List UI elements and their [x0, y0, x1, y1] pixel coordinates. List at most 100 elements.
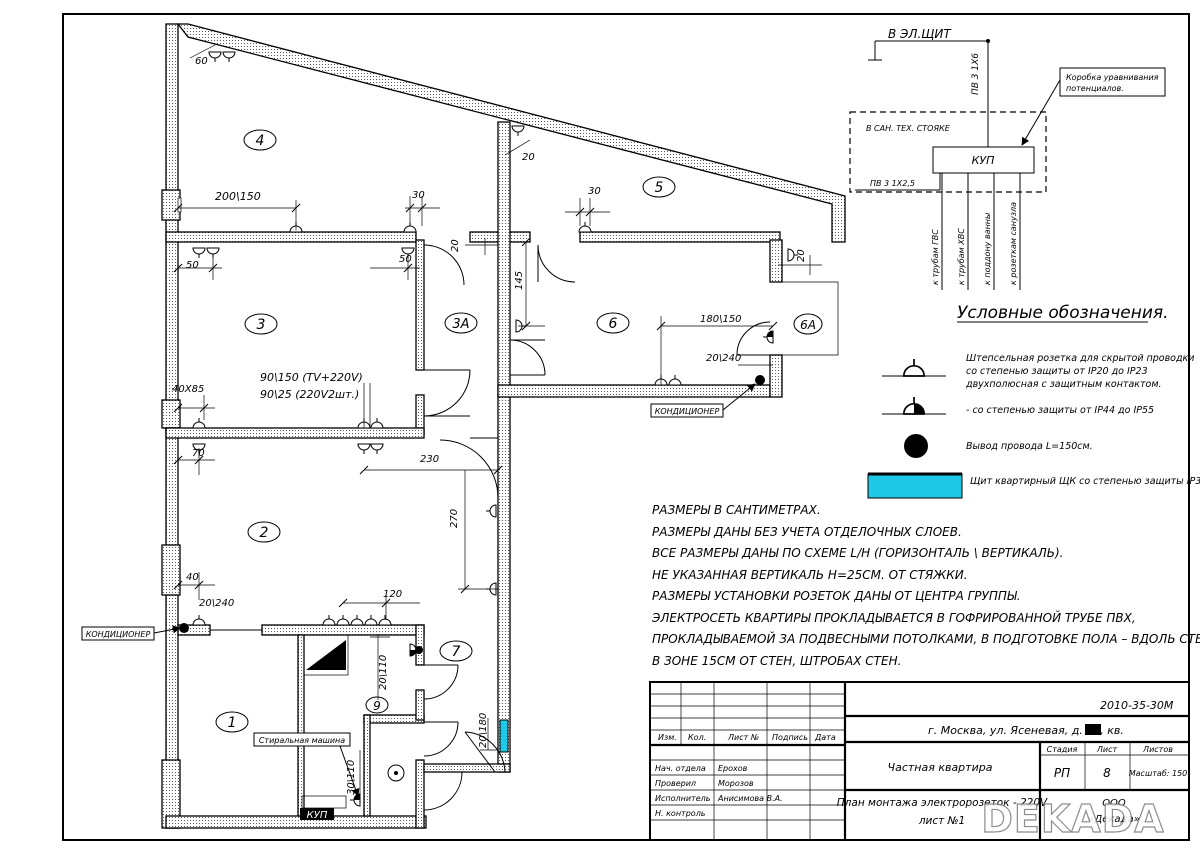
wire-outlet — [179, 623, 189, 633]
svg-text:30: 30 — [588, 186, 601, 197]
svg-text:РАЗМЕРЫ В САНТИМЕТРАХ.: РАЗМЕРЫ В САНТИМЕТРАХ. — [652, 503, 821, 517]
svg-text:Лист: Лист — [1096, 745, 1118, 754]
svg-text:КОНДИЦИОНЕР: КОНДИЦИОНЕР — [655, 407, 720, 416]
kup-label: КУП — [307, 810, 328, 821]
drawing-frame — [62, 13, 1190, 841]
svg-text:90\25 (220V2шт.): 90\25 (220V2шт.) — [260, 388, 359, 401]
svg-text:к трубам ХВС: к трубам ХВС — [957, 228, 966, 285]
svg-text:В ЭЛ.ЩИТ: В ЭЛ.ЩИТ — [888, 27, 952, 41]
svg-text:200\150: 200\150 — [215, 190, 261, 203]
svg-text:20\240: 20\240 — [199, 598, 234, 609]
svg-text:6: 6 — [609, 316, 618, 332]
svg-text:КОНДИЦИОНЕР: КОНДИЦИОНЕР — [86, 630, 151, 639]
wire-outlet — [415, 646, 423, 654]
svg-text:к трубам ГВС: к трубам ГВС — [931, 229, 940, 285]
svg-text:4: 4 — [256, 133, 265, 149]
title-block: 2010-35-30М г. Москва, ул. Ясеневая, д. … — [649, 681, 1190, 841]
svg-text:со степенью защиты от IP20 до: со степенью защиты от IP20 до IP23 — [966, 366, 1148, 377]
legend: Условные обозначения. Штепсельная розетк… — [867, 303, 1200, 499]
svg-text:40: 40 — [186, 572, 199, 583]
dimension-labels: 60 200\150 30 20 30 50 50 20 145 20 40X8… — [172, 56, 807, 795]
room-labels: 4 5 3 3А 6 6А 2 7 9 1 — [215, 129, 823, 733]
dimension-ticks — [173, 203, 778, 608]
svg-text:- со степенью защиты от IP44 д: - со степенью защиты от IP44 до IP55 — [966, 405, 1154, 416]
svg-text:НЕ УКАЗАННАЯ ВЕРТИКАЛЬ H=25СМ.: НЕ УКАЗАННАЯ ВЕРТИКАЛЬ H=25СМ. ОТ СТЯЖКИ… — [652, 568, 968, 582]
svg-text:1: 1 — [228, 715, 237, 731]
svg-text:20\110: 20\110 — [378, 655, 389, 690]
svg-text:к розеткам санузла: к розеткам санузла — [1009, 202, 1018, 285]
svg-text:2: 2 — [260, 525, 269, 541]
svg-text:Масштаб: 150: Масштаб: 150 — [1129, 769, 1188, 778]
apartment-panel — [499, 719, 509, 753]
svg-text:РАЗМЕРЫ УСТАНОВКИ РОЗЕТОК ДАНЫ: РАЗМЕРЫ УСТАНОВКИ РОЗЕТОК ДАНЫ ОТ ЦЕНТРА… — [652, 589, 1021, 603]
svg-text:ПВ 3 1Х2,5: ПВ 3 1Х2,5 — [870, 179, 915, 188]
svg-text:40X85: 40X85 — [172, 384, 204, 395]
svg-text:Изм.: Изм. — [658, 733, 677, 742]
svg-text:70: 70 — [192, 448, 205, 459]
svg-text:Кол.: Кол. — [688, 733, 706, 742]
svg-text:Стиральная машина: Стиральная машина — [259, 736, 345, 745]
drain — [387, 764, 405, 782]
svg-text:3: 3 — [257, 317, 266, 333]
kitchen-appliance — [306, 640, 346, 670]
svg-text:120: 120 — [383, 589, 402, 600]
svg-text:90\150 (TV+220V): 90\150 (TV+220V) — [260, 371, 363, 384]
svg-text:ПВ 3 1Х6: ПВ 3 1Х6 — [971, 53, 981, 95]
svg-text:КУП: КУП — [972, 154, 995, 167]
svg-text:двухполюсная с защитным контак: двухполюсная с защитным контактом. — [965, 379, 1162, 390]
svg-text:Подпись: Подпись — [772, 733, 808, 742]
svg-text:Н. контроль: Н. контроль — [655, 809, 706, 818]
svg-text:Анисимова В.А.: Анисимова В.А. — [717, 794, 783, 803]
conditioner-callout: КОНДИЦИОНЕР — [650, 383, 756, 418]
svg-text:20: 20 — [796, 249, 807, 262]
svg-text:ПРОКЛАДЫВАЕМОЙ ЗА ПОДВЕСНЫМИ П: ПРОКЛАДЫВАЕМОЙ ЗА ПОДВЕСНЫМИ ПОТОЛКАМИ, … — [652, 631, 1200, 646]
doors — [210, 244, 771, 811]
svg-text:Проверил: Проверил — [655, 779, 696, 788]
svg-text:20: 20 — [450, 239, 461, 252]
svg-text:Дата: Дата — [814, 733, 836, 742]
svg-text:г. Москва, ул. Ясеневая, д. 28: г. Москва, ул. Ясеневая, д. 28, кв. — [928, 724, 1124, 737]
svg-text:«Декада»: «Декада» — [1088, 814, 1140, 825]
svg-text:Морозов: Морозов — [718, 779, 754, 788]
svg-text:60: 60 — [195, 56, 208, 67]
svg-text:30: 30 — [412, 190, 425, 201]
svg-text:лист №1: лист №1 — [918, 815, 965, 827]
svg-text:230: 230 — [420, 454, 439, 465]
svg-text:Штепсельная розетка для скрыто: Штепсельная розетка для скрытой проводки — [966, 353, 1194, 364]
svg-text:ЭЛЕКТРОСЕТЬ КВАРТИРЫ ПРОКЛАДЫВ: ЭЛЕКТРОСЕТЬ КВАРТИРЫ ПРОКЛАДЫВАЕТСЯ В ГО… — [651, 610, 1136, 625]
svg-text:В ЗОНЕ 15СМ ОТ СТЕН, ШТРОБАХ С: В ЗОНЕ 15СМ ОТ СТЕН, ШТРОБАХ СТЕН. — [652, 654, 901, 668]
svg-text:ВСЕ РАЗМЕРЫ ДАНЫ ПО СХЕМЕ L/H: ВСЕ РАЗМЕРЫ ДАНЫ ПО СХЕМЕ L/H (ГОРИЗОНТА… — [652, 546, 1063, 560]
wire-outlet — [755, 375, 765, 385]
svg-text:3А: 3А — [452, 317, 469, 332]
dimension-lines — [178, 44, 822, 800]
svg-text:180\150: 180\150 — [700, 314, 742, 325]
svg-text:ООО: ООО — [1102, 798, 1126, 809]
svg-text:РАЗМЕРЫ ДАНЫ БЕЗ УЧЕТА ОТДЕЛОЧ: РАЗМЕРЫ ДАНЫ БЕЗ УЧЕТА ОТДЕЛОЧНЫХ СЛОЕВ. — [652, 525, 962, 539]
svg-text:Стадия: Стадия — [1047, 745, 1078, 754]
svg-text:потенциалов.: потенциалов. — [1066, 84, 1124, 93]
svg-text:20\240: 20\240 — [706, 353, 741, 364]
svg-text:к поддону ванны: к поддону ванны — [983, 213, 992, 285]
washing-machine-callout: Стиральная машина — [253, 732, 360, 797]
kup-box — [300, 808, 334, 820]
svg-text:270: 270 — [449, 509, 460, 528]
notes: РАЗМЕРЫ В САНТИМЕТРАХ. РАЗМЕРЫ ДАНЫ БЕЗ … — [651, 503, 1200, 668]
watermark: DEKADA — [981, 797, 1164, 841]
svg-text:РП: РП — [1054, 766, 1070, 780]
riser-diagram: В ЭЛ.ЩИТ ПВ 3 1Х6 Коробка уравнивания по… — [849, 27, 1166, 290]
svg-text:В САН. ТЕХ. СТОЯКЕ: В САН. ТЕХ. СТОЯКЕ — [866, 124, 951, 133]
svg-text:Щит квартирный ЩК со степенью: Щит квартирный ЩК со степенью защиты IP3… — [970, 476, 1200, 487]
svg-text:50: 50 — [399, 254, 412, 265]
svg-text:20\180: 20\180 — [478, 713, 489, 748]
svg-text:Частная квартира: Частная квартира — [888, 761, 993, 774]
drain — [394, 771, 398, 775]
svg-text:9: 9 — [373, 699, 381, 713]
svg-text:5: 5 — [655, 180, 664, 196]
svg-text:6А: 6А — [800, 318, 816, 332]
svg-text:145: 145 — [514, 271, 525, 290]
svg-text:2010-35-30М: 2010-35-30М — [1100, 699, 1174, 712]
conditioner-callout: КОНДИЦИОНЕР — [81, 625, 181, 641]
svg-text:Вывод провода L=150см.: Вывод провода L=150см. — [966, 441, 1093, 452]
svg-text:8: 8 — [1103, 766, 1111, 780]
